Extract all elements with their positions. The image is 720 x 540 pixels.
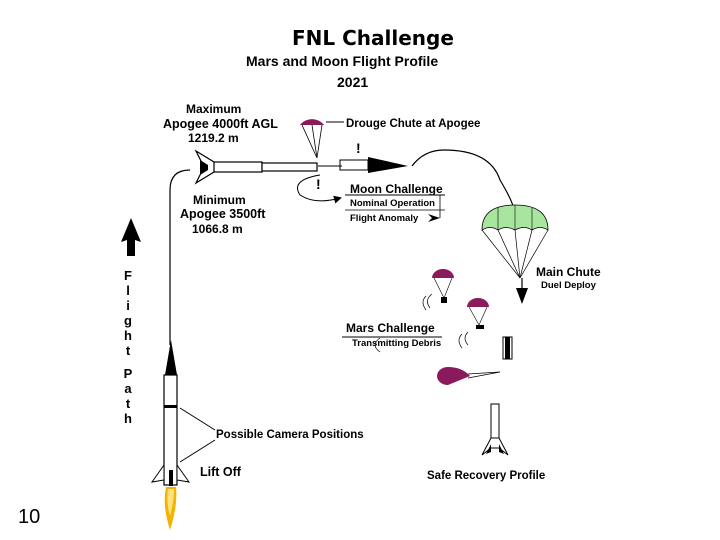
camera-label-b: Positions [311, 429, 364, 441]
page-subtitle: Mars and Moon Flight Profile [246, 53, 439, 69]
min-apogee-label: Minimum [193, 193, 246, 207]
max-apogee-meters: 1219.2 m [188, 131, 239, 145]
moon-anomaly-label: Flight Anomaly [350, 213, 419, 224]
flight-anomaly-loop [297, 174, 342, 204]
flight-path-vertical-label: F l i g h t P a t h [118, 268, 138, 426]
dual-deploy-label: Duel Deploy [541, 280, 596, 291]
title-prefix: FNL [292, 26, 336, 50]
anomaly-arrow-icon [428, 214, 440, 222]
page-year: 2021 [337, 74, 369, 90]
title-rest: Challenge [335, 26, 454, 50]
flight-path-letter: a [124, 381, 132, 396]
page-title: FNL Challenge [292, 26, 454, 50]
exhaust-flame-icon [164, 487, 177, 530]
moon-challenge-title: Moon Challenge [350, 182, 443, 196]
main-chute-icon [481, 204, 549, 279]
flight-path-letter: i [126, 298, 130, 313]
flight-path-letter: t [125, 343, 131, 358]
recovery-rocket-icon [481, 403, 509, 456]
safe-recovery-label: Safe Recovery Profile [427, 470, 546, 482]
apogee-rocket-icon [194, 149, 318, 185]
separated-rocket-icon [318, 157, 408, 173]
exclaim-mark: ! [316, 176, 321, 192]
drogue-chute-label: Drouge Chute at Apogee [346, 118, 481, 130]
min-apogee-altitude: Apogee 3500ft [180, 207, 266, 221]
slide-number: 10 [18, 506, 41, 528]
camera-pointer-line [179, 407, 216, 431]
flight-path-letter: F [124, 268, 132, 283]
debris-chute-icon [437, 367, 501, 385]
max-apogee-altitude: Apogee 4000ft AGL [163, 117, 278, 131]
min-apogee-meters: 1066.8 m [192, 222, 243, 236]
descent-arrow-icon [516, 288, 528, 304]
descending-rocket-icon [502, 336, 513, 360]
camera-label-a: Possible Camera [216, 429, 309, 441]
flight-path-arrow-icon [121, 218, 141, 256]
debris-chute-icon [458, 298, 489, 349]
flight-path-letter: t [125, 396, 131, 411]
main-chute-label: Main Chute [536, 265, 601, 279]
flight-path-letter: g [124, 313, 132, 328]
moon-nominal-label: Nominal Operation [350, 198, 435, 209]
flight-path-letter: h [124, 328, 132, 343]
camera-positions-label: Possible Camera Positions [216, 429, 364, 441]
drogue-chute-icon [300, 119, 324, 159]
mars-challenge-title: Mars Challenge [346, 321, 435, 335]
descent-arc-line [411, 149, 516, 216]
flight-path-letter: l [126, 283, 130, 298]
camera-pointer-line [179, 439, 216, 463]
flight-path-letter [118, 358, 138, 366]
exclaim-mark: ! [356, 140, 361, 156]
flight-path-letter: h [124, 411, 132, 426]
debris-chute-icon [422, 269, 454, 311]
launch-rocket-icon [150, 340, 191, 486]
mars-debris-label: Transmitting Debris [352, 338, 442, 349]
ascent-path-line [169, 169, 191, 345]
lift-off-label: Lift Off [200, 465, 241, 479]
flight-path-letter: P [123, 366, 133, 381]
max-apogee-label: Maximum [186, 102, 242, 116]
